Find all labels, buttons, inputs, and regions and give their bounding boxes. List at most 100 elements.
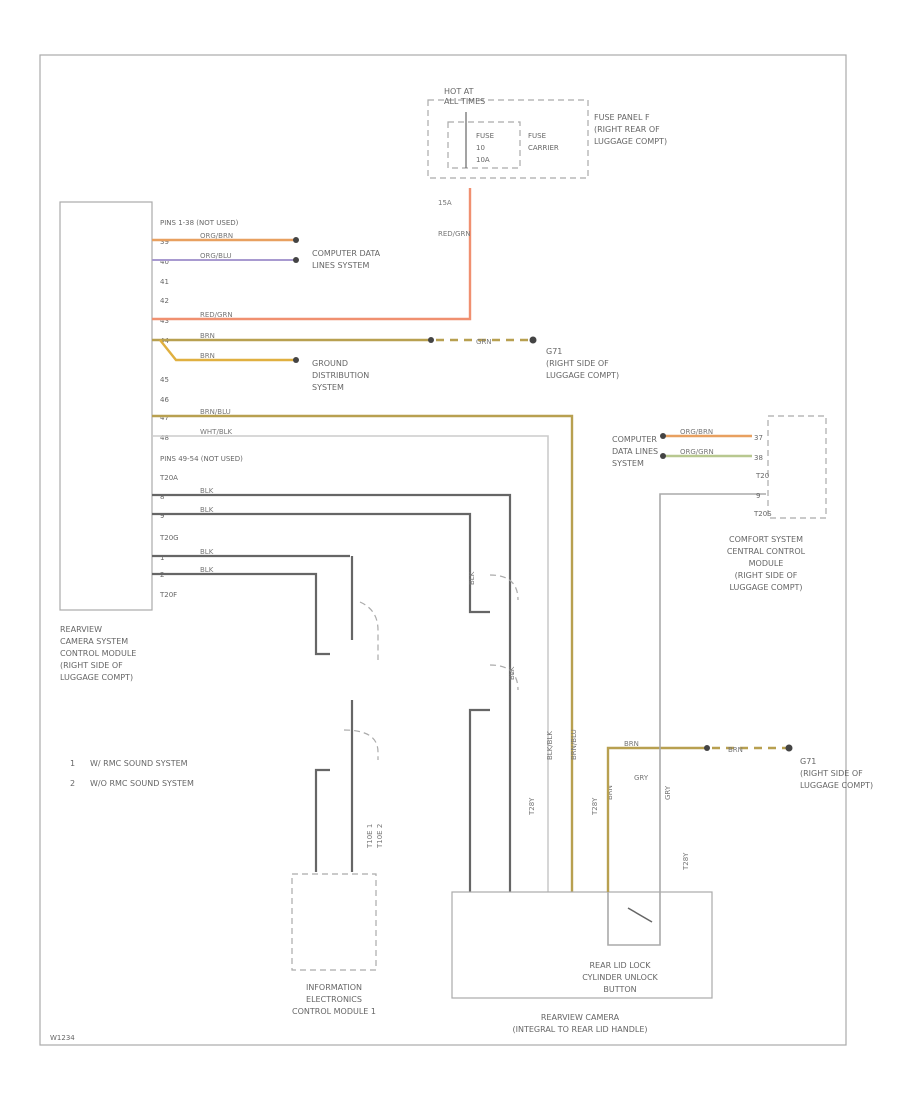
svg-text:SYSTEM: SYSTEM (612, 459, 644, 468)
g71-ground-2: G71 (RIGHT SIDE OF LUGGAGE COMPT) (800, 757, 873, 790)
wire-label: 15A (438, 199, 452, 207)
wire-label: RED/GRN (438, 230, 471, 238)
connector-label: T28Y (591, 797, 599, 816)
connector-label: T20 (755, 472, 769, 480)
pin-label: 45 (160, 376, 169, 384)
svg-text:(RIGHT REAR OF: (RIGHT REAR OF (594, 125, 660, 134)
pin-label: PINS 49-54 (NOT USED) (160, 455, 243, 463)
connector-arrow (293, 357, 299, 363)
svg-text:HOT AT: HOT AT (444, 87, 474, 96)
fuse-label: FUSE 10 10A (476, 132, 494, 164)
legend-text: W/ RMC SOUND SYSTEM (90, 759, 188, 768)
svg-text:DISTRIBUTION: DISTRIBUTION (312, 371, 369, 380)
wire-info-1 (314, 768, 330, 872)
wire-t20a-8 (152, 493, 512, 892)
unlock-switch-icon (627, 907, 653, 923)
svg-text:REARVIEW: REARVIEW (60, 625, 102, 634)
svg-text:CAMERA SYSTEM: CAMERA SYSTEM (60, 637, 128, 646)
svg-text:MODULE: MODULE (749, 559, 784, 568)
wire-label: BLK (468, 571, 476, 585)
svg-text:LINES SYSTEM: LINES SYSTEM (312, 261, 369, 270)
fuse-carrier-label: FUSE CARRIER (528, 132, 559, 152)
svg-text:LUGGAGE COMPT): LUGGAGE COMPT) (60, 673, 133, 682)
pin-label: 37 (754, 434, 763, 442)
wire-label: BRN (728, 746, 743, 754)
ground-terminal (785, 744, 793, 752)
svg-text:CONTROL MODULE: CONTROL MODULE (60, 649, 136, 658)
pin-label: 46 (160, 396, 169, 404)
svg-text:SYSTEM: SYSTEM (312, 383, 344, 392)
legend-num: 2 (70, 779, 75, 788)
pin-label: 9 (160, 512, 164, 520)
pin-label: PINS 1-38 (NOT USED) (160, 219, 239, 227)
wire-cam-gry (659, 493, 766, 892)
info-module-box (291, 873, 377, 971)
svg-text:ELECTRONICS: ELECTRONICS (306, 995, 362, 1004)
svg-text:FUSE: FUSE (528, 132, 546, 140)
connector-arrow (660, 433, 666, 439)
svg-text:LUGGAGE COMPT): LUGGAGE COMPT) (594, 137, 667, 146)
pin-label: 39 (160, 238, 169, 246)
wire-label: BLK/BLK (546, 731, 554, 760)
wire-label: BLK (200, 566, 214, 574)
svg-text:G71: G71 (546, 347, 562, 356)
svg-text:REAR LID LOCK: REAR LID LOCK (589, 961, 651, 970)
svg-text:GROUND: GROUND (312, 359, 348, 368)
pin-label: 8 (160, 493, 164, 501)
svg-text:G71: G71 (800, 757, 816, 766)
pin-label: T20F (159, 591, 177, 599)
svg-text:BUTTON: BUTTON (603, 985, 636, 994)
svg-text:COMPUTER DATA: COMPUTER DATA (312, 249, 381, 258)
rear-camera-box (451, 891, 713, 999)
svg-text:(RIGHT SIDE OF: (RIGHT SIDE OF (735, 571, 798, 580)
rear-camera-name: REARVIEW CAMERA (INTEGRAL TO REAR LID HA… (512, 1013, 647, 1034)
wire-label: BLK (200, 506, 214, 514)
camera-control-pins: PINS 1-38 (NOT USED) 39 40 41 42 43 44 4… (159, 219, 243, 599)
svg-text:(INTEGRAL TO REAR LID HANDLE): (INTEGRAL TO REAR LID HANDLE) (512, 1025, 647, 1034)
wire-label: BRN/BLU (570, 729, 578, 760)
fuse-hot-label: HOT AT ALL TIMES (444, 87, 485, 106)
info-module-name: INFORMATION ELECTRONICS CONTROL MODULE 1 (292, 983, 376, 1016)
pin-label: T20G (159, 534, 179, 542)
pin-label: 48 (160, 434, 169, 442)
wire-label: BRN/BLU (200, 408, 231, 416)
wire-label: BRN (606, 785, 614, 800)
svg-text:10A: 10A (476, 156, 490, 164)
wire-label: BRN (200, 332, 215, 340)
legend: 1 W/ RMC SOUND SYSTEM 2 W/O RMC SOUND SY… (70, 759, 194, 788)
wire-label: BRN (624, 740, 639, 748)
connector-label: T28Y (682, 852, 690, 871)
wire-label: GRY (634, 774, 649, 782)
pin-label: 1 (160, 554, 164, 562)
wire-label: ORG/BRN (680, 428, 713, 436)
pin-label: 38 (754, 454, 763, 462)
wire-label: ORG/BLU (200, 252, 232, 260)
pin-label: 47 (160, 414, 169, 422)
wire-43 (152, 188, 472, 321)
wire-label: BLK (200, 487, 214, 495)
unlock-button-name: REAR LID LOCK CYLINDER UNLOCK BUTTON (582, 961, 658, 994)
computer-data-dest-2: COMPUTER DATA LINES SYSTEM (612, 435, 658, 468)
switch-wiring (607, 892, 661, 946)
pin-label: 42 (160, 297, 169, 305)
ground-distribution-dest: GROUND DISTRIBUTION SYSTEM (312, 359, 369, 392)
pin-label: 41 (160, 278, 169, 286)
connector-arrow (293, 237, 299, 243)
wire-label: ORG/GRN (680, 448, 714, 456)
comfort-module-name: COMFORT SYSTEM CENTRAL CONTROL MODULE (R… (727, 535, 806, 592)
connector-arrow (660, 453, 666, 459)
svg-text:10: 10 (476, 144, 485, 152)
wire-label: GRY (664, 785, 672, 800)
connector-label: T10E 1 (366, 824, 374, 849)
fuse-panel-name: FUSE PANEL F (RIGHT REAR OF LUGGAGE COMP… (594, 113, 667, 146)
wire-label: RED/GRN (200, 311, 233, 319)
svg-text:FUSE: FUSE (476, 132, 494, 140)
wire-t20a-9 (152, 512, 490, 614)
svg-text:DATA LINES: DATA LINES (612, 447, 658, 456)
wire-cam-brn (606, 746, 706, 892)
connector-label: T20S (753, 510, 772, 518)
svg-text:CONTROL MODULE 1: CONTROL MODULE 1 (292, 1007, 376, 1016)
option-splice-1 (359, 601, 379, 660)
camera-control-module-box (59, 201, 153, 611)
